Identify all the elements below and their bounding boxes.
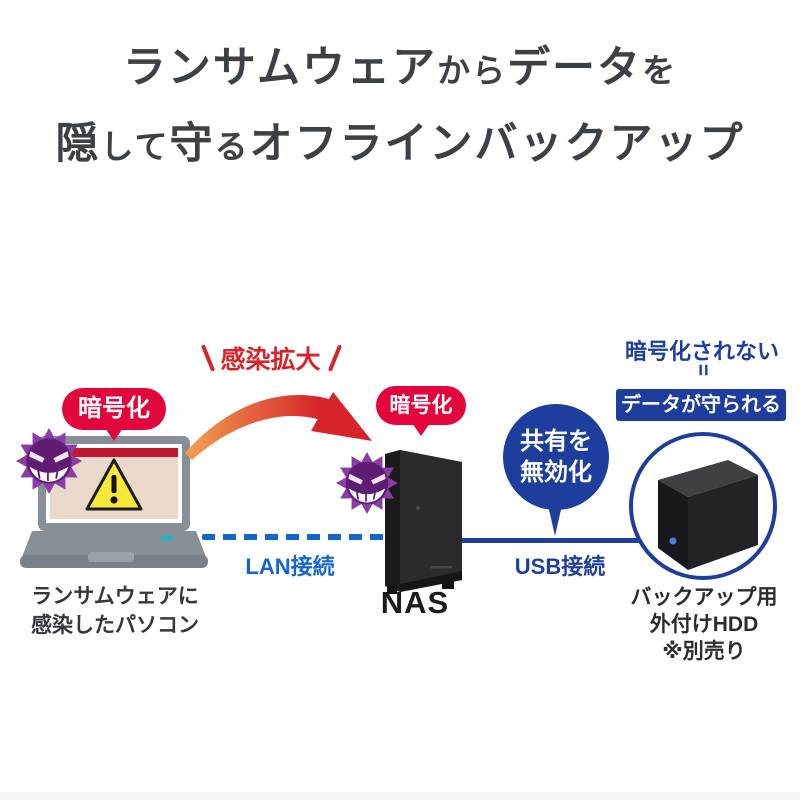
lan-connection-label: LAN接続 (245, 554, 335, 579)
bottom-divider (0, 792, 800, 800)
share-bubble-line2: 無効化 (520, 459, 592, 486)
data-protected-badge: データが守られる (616, 389, 786, 421)
encryption-badge-nas: 暗号化 (376, 386, 466, 436)
infected-pc-caption: ランサムウェアに 感染したパソコン (31, 585, 199, 637)
laptop-icon (20, 436, 208, 568)
not-encrypted-note: 暗号化されない (624, 339, 779, 364)
page-title-line2: 隠して守るオフラインバックアップ (55, 120, 745, 168)
lan-dashed-line (202, 534, 384, 540)
virus-monster-icon (16, 428, 82, 494)
infection-spread-arrow (185, 392, 372, 460)
page-title-line1: ランサムウェアからデータを (122, 44, 678, 92)
share-bubble-line1: 共有を (520, 428, 592, 455)
share-disabled-bubble: 共有を 無効化 (503, 404, 609, 510)
spread-label: 感染拡大 (220, 346, 321, 374)
backup-hdd-caption: バックアップ用 外付けHDD ※別売り (630, 586, 778, 663)
warning-triangle-icon (85, 458, 143, 511)
usb-connection-label: USB接続 (514, 554, 606, 579)
encryption-badge-pc: 暗号化 (62, 388, 166, 441)
virus-monster-icon (336, 452, 398, 514)
equals-mark: = (690, 363, 714, 377)
external-hdd-icon (658, 460, 758, 570)
usb-solid-line (452, 538, 640, 543)
